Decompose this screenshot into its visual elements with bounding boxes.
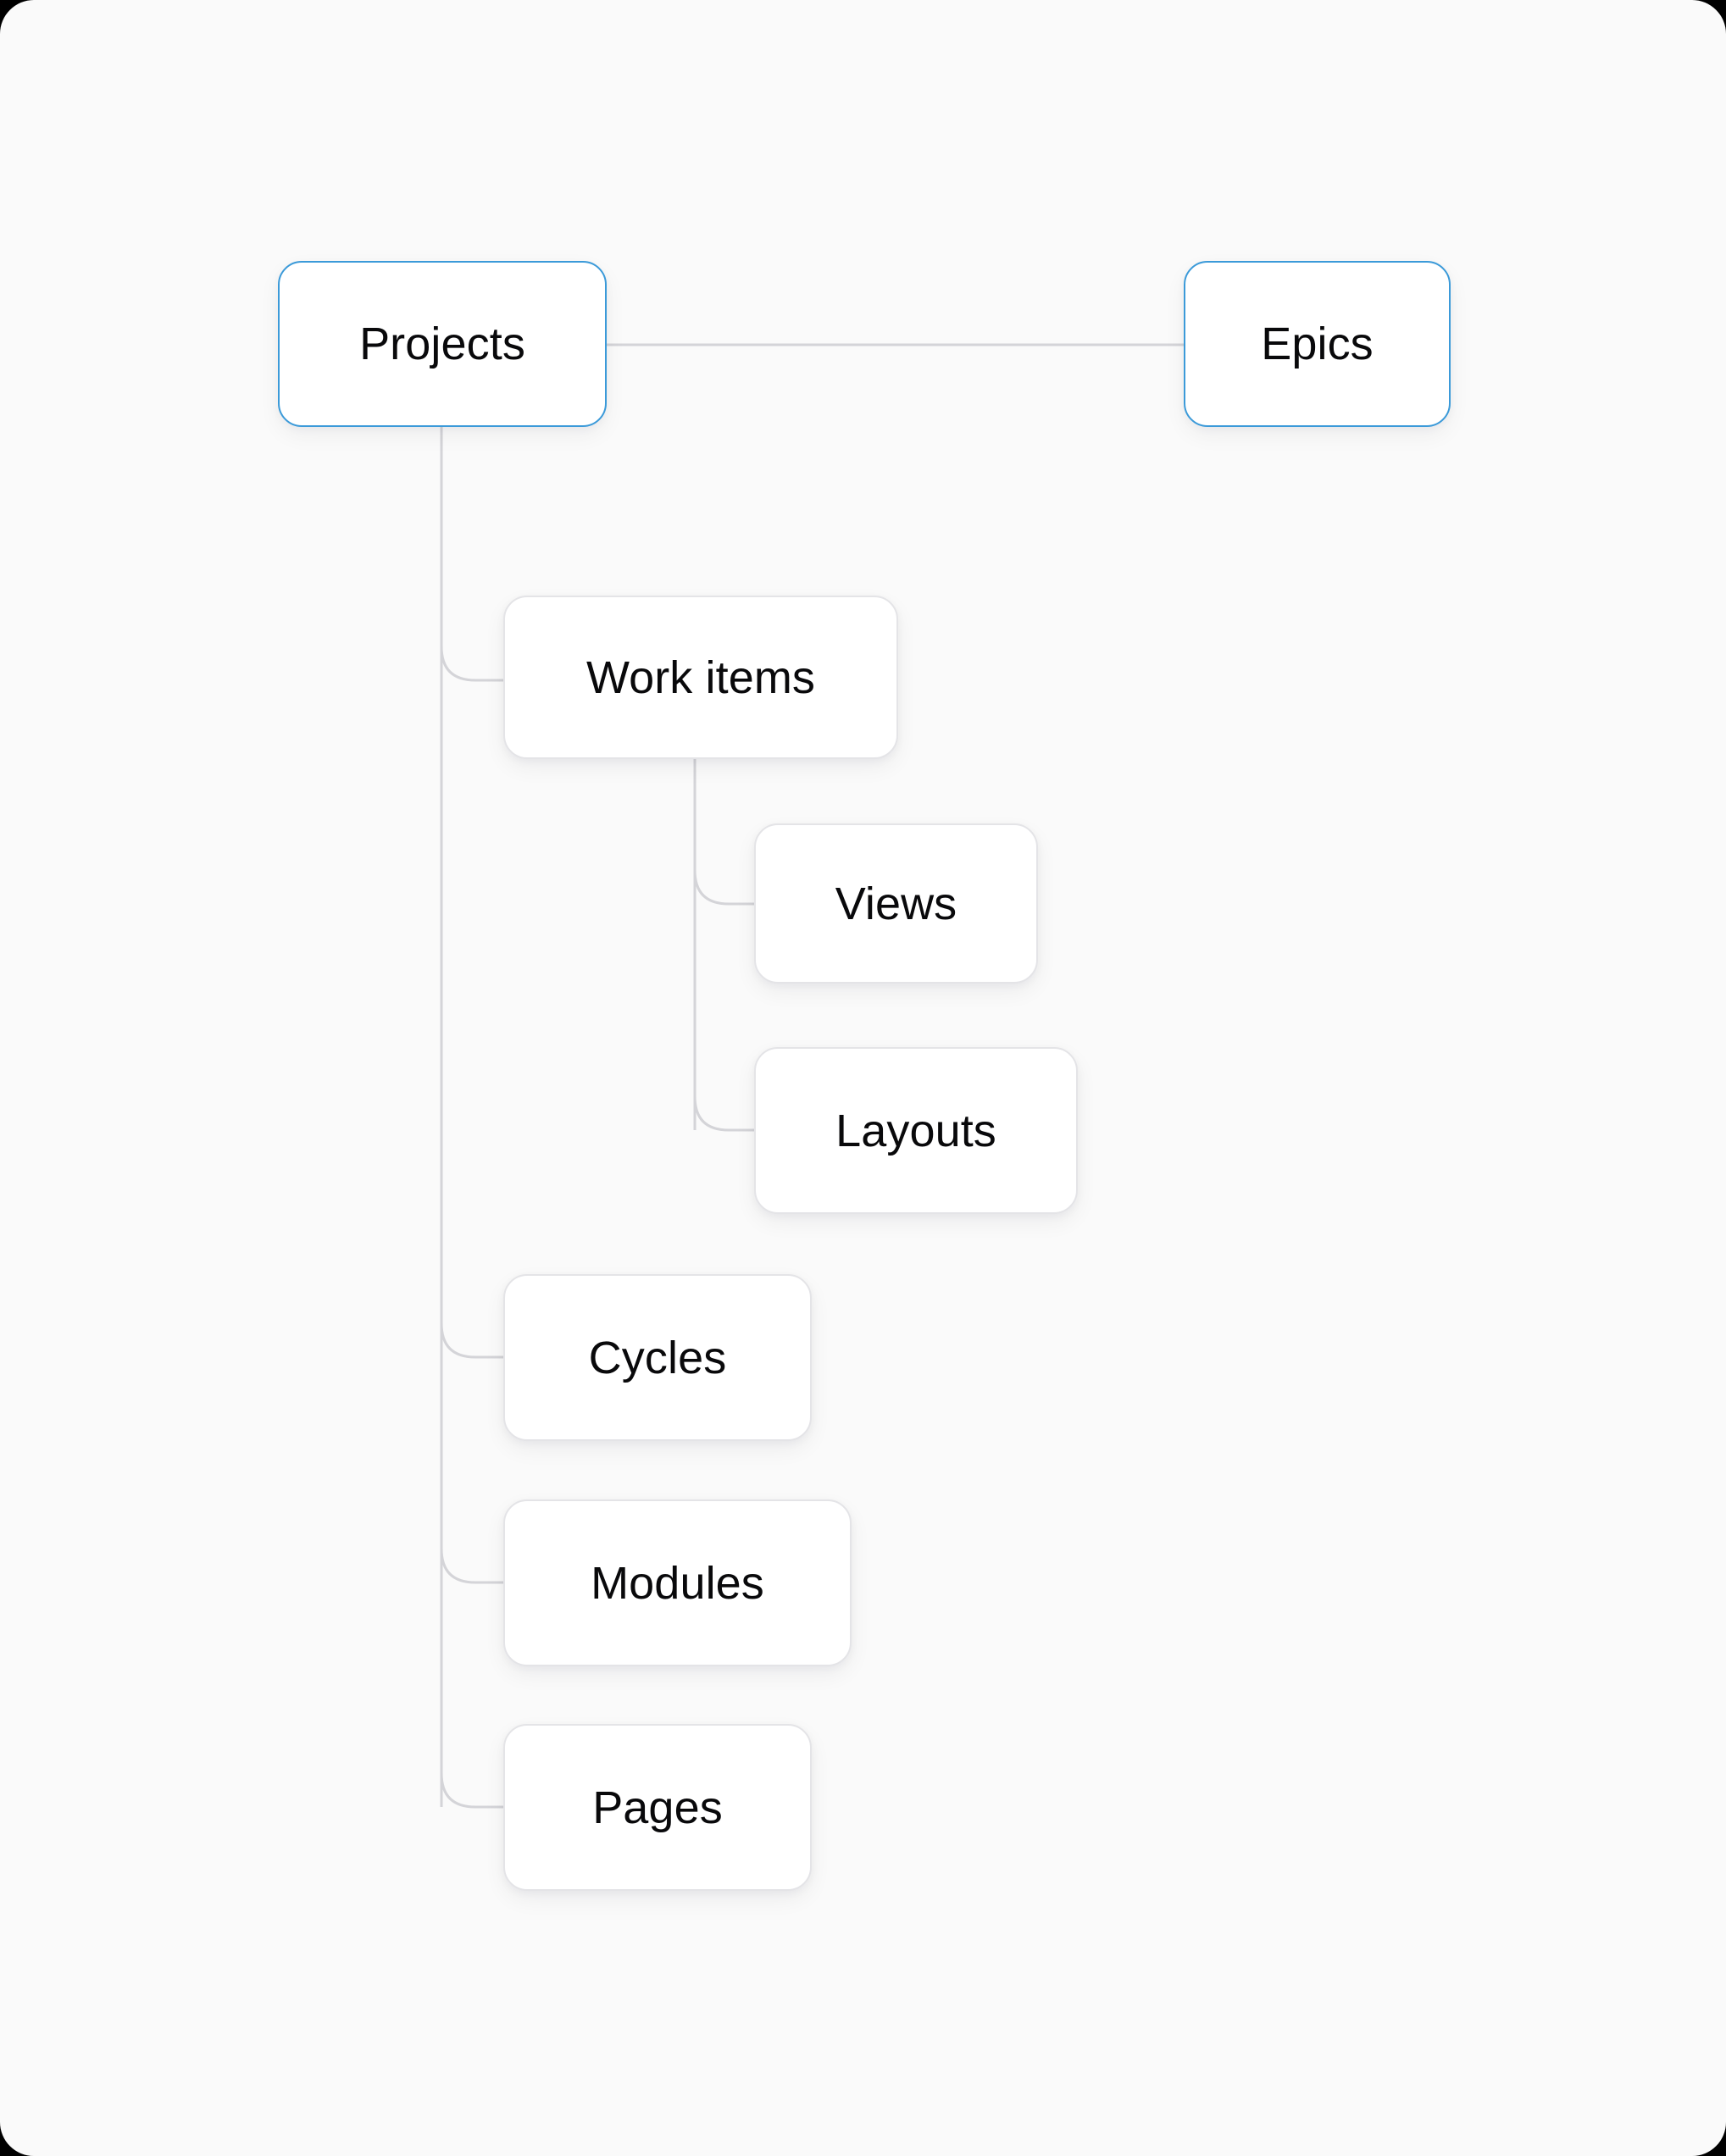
node-epics[interactable]: Epics [1184, 261, 1451, 427]
node-pages-label: Pages [592, 1782, 723, 1833]
node-work-items-label: Work items [586, 651, 816, 703]
node-modules-label: Modules [591, 1557, 764, 1609]
node-epics-label: Epics [1261, 319, 1374, 369]
edge-projects-pages [440, 1772, 503, 1809]
node-cycles-label: Cycles [588, 1332, 727, 1383]
node-pages[interactable]: Pages [503, 1724, 812, 1891]
edge-projects-work-items [440, 646, 503, 682]
node-views[interactable]: Views [754, 823, 1038, 984]
node-work-items[interactable]: Work items [503, 596, 898, 759]
edge-work-items-views [693, 869, 754, 906]
node-projects-label: Projects [359, 319, 525, 369]
node-modules[interactable]: Modules [503, 1499, 852, 1666]
node-projects[interactable]: Projects [278, 261, 607, 427]
edge-work-items-layouts [693, 1095, 754, 1132]
node-views-label: Views [835, 878, 957, 929]
edge-projects-cycles [440, 1322, 503, 1359]
node-layouts[interactable]: Layouts [754, 1047, 1078, 1214]
edge-projects-modules [440, 1548, 503, 1584]
node-cycles[interactable]: Cycles [503, 1274, 812, 1441]
node-layouts-label: Layouts [835, 1105, 996, 1156]
